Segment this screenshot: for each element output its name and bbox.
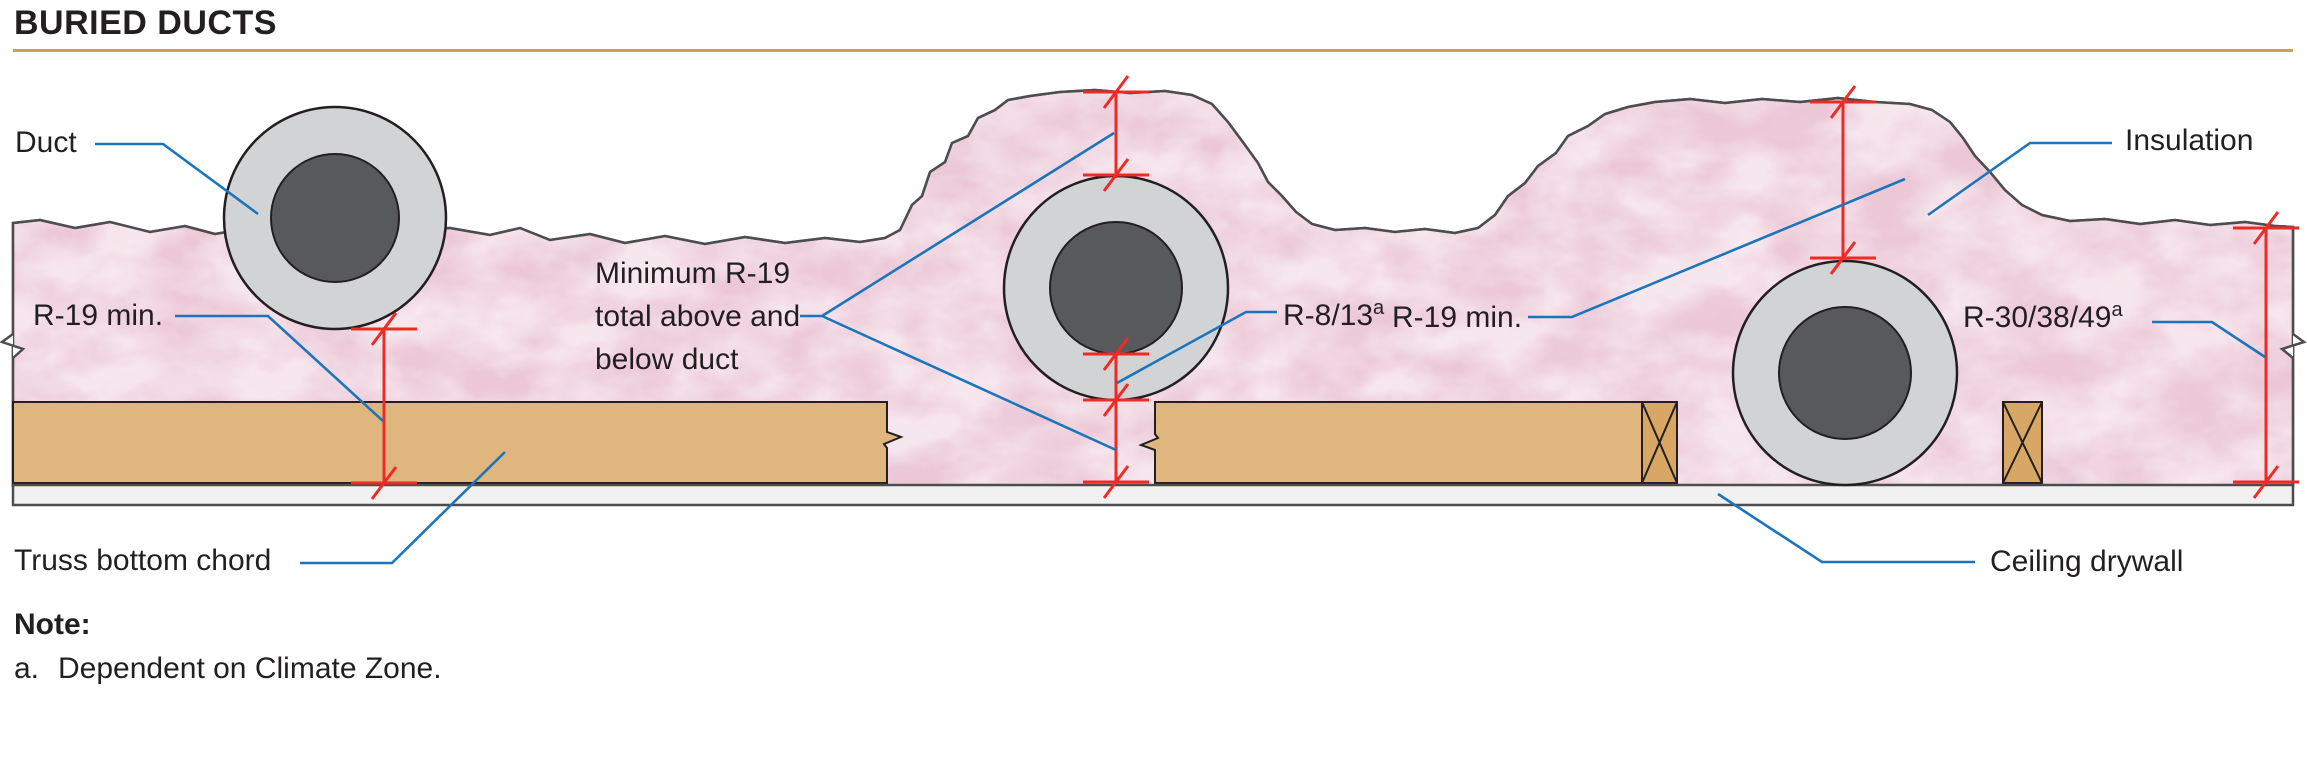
leader-ceiling [1717,492,1975,564]
label-insulation: Insulation [2125,124,2254,157]
leader-insulation [1927,141,2112,217]
label-ceiling-drywall: Ceiling drywall [1990,545,2184,578]
truss-bottom-chord-left [12,401,904,484]
right-edge-break-icon [2279,332,2307,359]
label-truss-bottom-chord: Truss bottom chord [14,544,272,577]
leader-r30-38-49 [2152,320,2266,359]
leader-truss [300,451,506,565]
label-min-r19-total: Minimum R-19 total above and below duct [595,257,801,376]
note-item-a-text: Dependent on Climate Zone. [58,652,442,685]
dimension-above-duct2 [1081,74,1151,193]
note-item-a: a. Dependent on Climate Zone. [14,652,442,686]
truss-chord-section-2-x [2002,401,2043,484]
label-r30-38-49: R-30/38/49a [1963,293,2123,338]
duct-2-pipe [1049,221,1183,355]
leader-r19-right [1528,177,1906,319]
dimension-total-depth [2231,210,2301,500]
label-r30-38-49-footnote: a [2111,293,2123,327]
dimension-above-duct3 [1808,84,1878,276]
leader-r19-left [175,314,384,422]
note-title: Note: [14,608,91,641]
note-item-a-marker: a. [14,652,40,685]
truss-chord-section-1-x [1641,401,1678,484]
duct-1-pipe [270,153,400,283]
dimension-below-duct2 [1081,336,1151,500]
label-r8-13: R-8/13a [1283,291,1385,336]
label-duct: Duct [15,126,77,159]
leader-duct [95,142,259,216]
label-r30-38-49-text: R-30/38/49 [1963,301,2112,334]
leader-min-r19 [800,131,1117,452]
duct-3-pipe [1778,306,1912,440]
label-r8-13-text: R-8/13 [1283,299,1374,332]
leader-r8-13 [1116,310,1277,385]
dimension-below-duct1 [349,311,419,501]
left-edge-break-icon [0,332,26,359]
ceiling-drywall [11,483,2295,507]
page-title: BURIED DUCTS [14,4,277,42]
label-r19-min-right: R-19 min. [1392,301,1523,334]
title-rule [13,49,2293,52]
label-r8-13-footnote: a [1373,291,1385,325]
label-r19-min-left: R-19 min. [33,299,164,332]
truss-bottom-chord-right [1138,401,1643,484]
